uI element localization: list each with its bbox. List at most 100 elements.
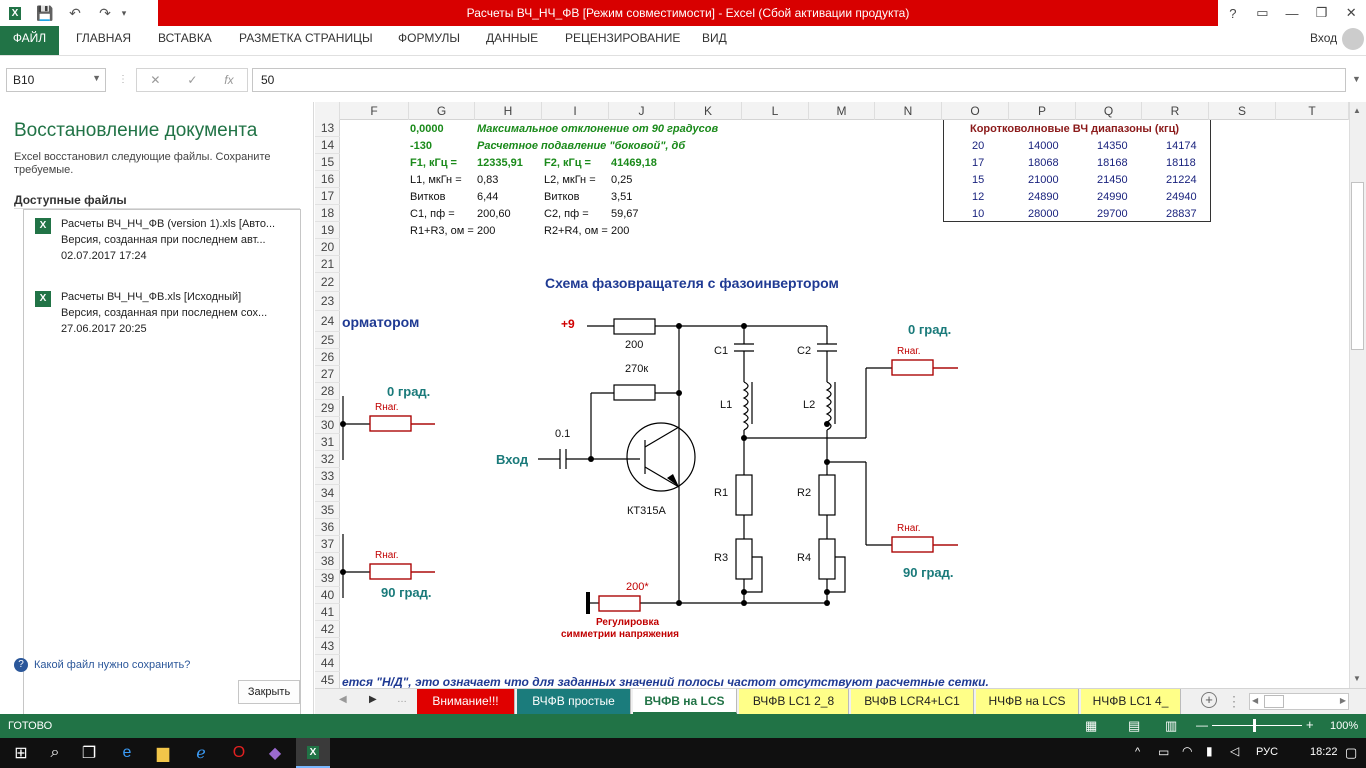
column-header[interactable]: M	[809, 102, 875, 120]
row-header[interactable]: 19	[315, 222, 340, 239]
wifi-icon[interactable]: ◠	[1182, 744, 1193, 758]
recovery-help-link[interactable]: ? Какой файл нужно сохранить?	[14, 658, 190, 672]
row-header[interactable]: 18	[315, 205, 340, 222]
redo-icon[interactable]: ↷	[99, 4, 111, 21]
restore-button[interactable]: ❐	[1315, 5, 1328, 20]
row-header[interactable]: 27	[315, 366, 340, 383]
cell-r1r3-value[interactable]: 200	[477, 225, 496, 237]
bands-cell[interactable]: 28837	[1166, 208, 1197, 220]
bands-cell[interactable]: 24990	[1097, 191, 1128, 203]
prev-sheet-icon[interactable]: ◀	[339, 694, 347, 705]
enter-icon[interactable]: ✓	[187, 73, 198, 87]
recovery-file-item[interactable]: X Расчеты ВЧ_НЧ_ФВ.xls [Исходный] Версия…	[24, 283, 300, 353]
cell-turns2-label[interactable]: Витков	[544, 191, 580, 203]
column-header[interactable]: H	[475, 102, 542, 120]
cell-r2r4-value[interactable]: 200	[611, 225, 630, 237]
column-header[interactable]: J	[609, 102, 675, 120]
save-icon[interactable]: 💾	[36, 4, 54, 21]
sheet-tab[interactable]: ВЧФВ LC1 2_8	[739, 689, 849, 714]
cell-suppression-value[interactable]: -130	[410, 140, 433, 152]
page-break-icon[interactable]: ▥	[1165, 718, 1178, 733]
column-header[interactable]: Q	[1076, 102, 1142, 120]
column-header[interactable]: T	[1276, 102, 1349, 120]
clock[interactable]: 18:22	[1310, 746, 1338, 758]
cell-r2r4-label[interactable]: R2+R4, ом =	[544, 225, 608, 237]
cell-turns2-value[interactable]: 3,51	[611, 191, 633, 203]
scroll-right-icon[interactable]: ▶	[1339, 696, 1346, 705]
sheet-tab[interactable]: ВЧФВ простые	[517, 689, 631, 714]
row-header[interactable]: 33	[315, 468, 340, 485]
cell-f2-value[interactable]: 41469,18	[611, 157, 657, 169]
minimize-button[interactable]: —	[1285, 5, 1299, 21]
row-header[interactable]: 21	[315, 256, 340, 273]
row-header[interactable]: 40	[315, 587, 340, 604]
search-icon[interactable]: ⌕	[50, 744, 60, 761]
expand-formula-icon[interactable]: ▼	[1352, 74, 1361, 84]
task-view-icon[interactable]: ❐	[81, 745, 97, 762]
cell-l1-value[interactable]: 0,83	[477, 174, 499, 186]
cell-c2-value[interactable]: 59,67	[611, 208, 639, 220]
bands-cell[interactable]: 17	[972, 157, 985, 169]
windows-start-icon[interactable]: ⊞	[14, 745, 28, 762]
row-header[interactable]: 37	[315, 536, 340, 553]
app-icon[interactable]: ◆	[268, 745, 282, 762]
add-sheet-icon[interactable]: +	[1201, 692, 1217, 708]
column-header[interactable]: R	[1142, 102, 1209, 120]
tab-formulas[interactable]: ФОРМУЛЫ	[398, 31, 461, 45]
volume-icon[interactable]: ◁	[1230, 744, 1240, 758]
bands-cell[interactable]: 24890	[1028, 191, 1059, 203]
zoom-slider[interactable]	[1212, 725, 1302, 726]
row-header[interactable]: 28	[315, 383, 340, 400]
row-header[interactable]: 31	[315, 434, 340, 451]
close-button[interactable]: ✕	[1345, 5, 1357, 20]
close-recovery-button[interactable]: Закрыть	[238, 680, 300, 704]
more-sheets-icon[interactable]: …	[397, 694, 407, 705]
row-header[interactable]: 13	[315, 120, 340, 137]
bands-cell[interactable]: 15	[972, 174, 985, 186]
cell-l2-label[interactable]: L2, мкГн =	[544, 174, 596, 186]
tab-file[interactable]: ФАЙЛ	[0, 26, 59, 55]
name-box[interactable]: B10▼	[6, 68, 106, 92]
page-layout-icon[interactable]: ▤	[1128, 718, 1141, 733]
bands-cell[interactable]: 21224	[1166, 174, 1197, 186]
row-header[interactable]: 25	[315, 332, 340, 349]
column-header[interactable]: K	[675, 102, 742, 120]
sheet-tab[interactable]: Внимание!!!	[417, 689, 515, 714]
bands-cell[interactable]: 14174	[1166, 140, 1197, 152]
zoom-slider-thumb[interactable]	[1253, 719, 1256, 732]
bands-cell[interactable]: 10	[972, 208, 985, 220]
row-header[interactable]: 45	[315, 672, 340, 688]
cell-c1-value[interactable]: 200,60	[477, 208, 511, 220]
bands-cell[interactable]: 28000	[1028, 208, 1059, 220]
bands-cell[interactable]: 14000	[1028, 140, 1059, 152]
tab-insert[interactable]: ВСТАВКА	[158, 31, 212, 45]
scroll-up-icon[interactable]: ▲	[1353, 106, 1361, 115]
row-header[interactable]: 26	[315, 349, 340, 366]
row-header[interactable]: 30	[315, 417, 340, 434]
row-header[interactable]: 35	[315, 502, 340, 519]
bands-cell[interactable]: 29700	[1097, 208, 1128, 220]
signin-link[interactable]: Вход	[1310, 31, 1338, 45]
cell-max-deviation-label[interactable]: Максимальное отклонение от 90 градусов	[477, 123, 719, 135]
bands-cell[interactable]: 12	[972, 191, 985, 203]
sheet-tab[interactable]: ВЧФВ на LCS	[633, 689, 737, 714]
bands-cell[interactable]: 21000	[1028, 174, 1059, 186]
cell-f1-value[interactable]: 12335,91	[477, 157, 523, 169]
tab-page-layout[interactable]: РАЗМЕТКА СТРАНИЦЫ	[239, 31, 373, 45]
avatar[interactable]	[1342, 28, 1364, 50]
zoom-level[interactable]: 100%	[1330, 720, 1359, 732]
file-explorer-icon[interactable]: ▆	[156, 745, 170, 762]
scroll-down-icon[interactable]: ▼	[1353, 674, 1361, 683]
cell-l2-value[interactable]: 0,25	[611, 174, 633, 186]
opera-icon[interactable]: O	[232, 744, 246, 761]
tab-home[interactable]: ГЛАВНАЯ	[76, 31, 132, 45]
edge-icon[interactable]: e	[122, 744, 132, 761]
row-header[interactable]: 22	[315, 273, 340, 292]
column-header[interactable]: G	[409, 102, 475, 120]
battery-icon[interactable]: ▮	[1206, 744, 1213, 758]
bands-cell[interactable]: 18118	[1166, 157, 1196, 169]
undo-icon[interactable]: ↶	[69, 4, 81, 21]
next-sheet-icon[interactable]: ▶	[369, 694, 377, 705]
zoom-out-icon[interactable]: —	[1196, 718, 1208, 732]
cell-r1r3-label[interactable]: R1+R3, ом =	[410, 225, 474, 237]
